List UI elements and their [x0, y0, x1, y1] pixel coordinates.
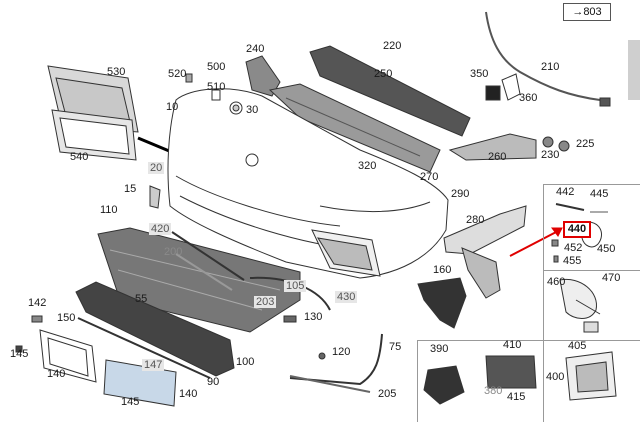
part-label[interactable]: 400 — [546, 371, 565, 383]
highlighted-part-label[interactable]: 440 — [563, 221, 591, 238]
part-390-grille — [423, 365, 465, 405]
part-label[interactable]: 430 — [335, 291, 358, 303]
part-label[interactable]: 390 — [430, 343, 449, 355]
part-label[interactable]: 380 — [484, 385, 503, 397]
detail-panel — [543, 184, 640, 422]
part-label[interactable]: 230 — [541, 149, 560, 161]
part-500-clip — [211, 89, 221, 101]
part-15-bracket — [149, 185, 161, 209]
part-90-strip — [77, 317, 211, 379]
part-label[interactable]: 510 — [207, 81, 226, 93]
part-230-sensor — [542, 136, 554, 148]
part-label[interactable]: 530 — [107, 66, 126, 78]
part-350-module — [485, 85, 501, 101]
part-label[interactable]: 120 — [332, 346, 351, 358]
part-label[interactable]: 140 — [179, 388, 198, 400]
part-540-frame — [51, 109, 137, 161]
part-label[interactable]: 147 — [142, 359, 165, 371]
part-label[interactable]: 10 — [166, 101, 179, 113]
part-label[interactable]: 280 — [466, 214, 485, 226]
part-label[interactable]: 450 — [597, 243, 616, 255]
part-label[interactable]: 15 — [124, 183, 137, 195]
part-label[interactable]: 160 — [433, 264, 452, 276]
part-420-trim — [171, 231, 245, 281]
part-label[interactable]: 455 — [563, 255, 582, 267]
part-label[interactable]: 410 — [503, 339, 522, 351]
part-100-mesh-grille — [75, 281, 235, 377]
part-label[interactable]: 110 — [100, 204, 118, 216]
part-label[interactable]: 240 — [246, 43, 265, 55]
highlight-arrow — [509, 229, 561, 257]
part-label[interactable]: 290 — [451, 188, 470, 200]
part-label[interactable]: 130 — [304, 311, 323, 323]
part-260-bracket — [448, 133, 537, 161]
detail-panel-divider — [543, 340, 640, 341]
part-label[interactable]: 405 — [568, 340, 587, 352]
part-label[interactable]: 460 — [547, 276, 566, 288]
part-label[interactable]: 142 — [28, 297, 47, 309]
part-140-plate-holder — [39, 329, 97, 383]
part-label[interactable]: 540 — [70, 151, 89, 163]
part-410-grille — [485, 355, 537, 389]
part-210-harness — [485, 11, 611, 105]
part-label[interactable]: 520 — [168, 68, 187, 80]
part-label[interactable]: 270 — [420, 171, 439, 183]
part-label[interactable]: 415 — [507, 391, 526, 403]
part-147-plate — [103, 359, 177, 407]
part-label[interactable]: 260 — [488, 151, 507, 163]
part-label[interactable]: 500 — [207, 61, 226, 73]
scrollbar-edge — [628, 40, 640, 100]
part-label[interactable]: 203 — [254, 296, 277, 308]
part-label[interactable]: 210 — [541, 61, 560, 73]
part-label[interactable]: 75 — [389, 341, 402, 353]
part-label[interactable]: 452 — [564, 242, 583, 254]
part-label[interactable]: 350 — [470, 68, 489, 80]
part-160-bracket — [417, 247, 501, 329]
part-label[interactable]: 90 — [207, 376, 220, 388]
part-label[interactable]: 445 — [590, 188, 609, 200]
part-label[interactable]: 55 — [135, 293, 148, 305]
part-label[interactable]: 140 — [47, 368, 66, 380]
part-label[interactable]: 225 — [576, 138, 595, 150]
part-label[interactable]: 30 — [246, 104, 259, 116]
part-220-support — [309, 45, 471, 137]
part-label[interactable]: 420 — [149, 223, 172, 235]
part-280-bracket — [443, 205, 527, 255]
part-label[interactable]: 250 — [374, 68, 393, 80]
detail-panel-bottom — [417, 340, 544, 422]
part-label[interactable]: 220 — [383, 40, 402, 52]
part-label[interactable]: 360 — [519, 92, 538, 104]
part-label[interactable]: 470 — [602, 272, 621, 284]
part-label[interactable]: 145 — [121, 396, 140, 408]
detail-panel-divider — [543, 270, 640, 271]
part-10-bumper-cover — [167, 88, 449, 279]
part-label[interactable]: 320 — [358, 160, 377, 172]
part-label[interactable]: 200 — [164, 246, 183, 258]
part-label[interactable]: 105 — [284, 280, 307, 292]
part-label[interactable]: 100 — [236, 356, 255, 368]
part-label[interactable]: 20 — [148, 162, 165, 174]
part-label[interactable]: 145 — [10, 348, 29, 360]
part-label[interactable]: 442 — [556, 186, 575, 198]
part-75-trim — [289, 333, 383, 386]
reference-box[interactable]: →803 — [563, 3, 611, 21]
part-250-carrier — [268, 83, 441, 173]
part-label[interactable]: 150 — [57, 312, 76, 324]
part-460-bezel — [559, 278, 597, 319]
part-label[interactable]: 205 — [378, 388, 397, 400]
